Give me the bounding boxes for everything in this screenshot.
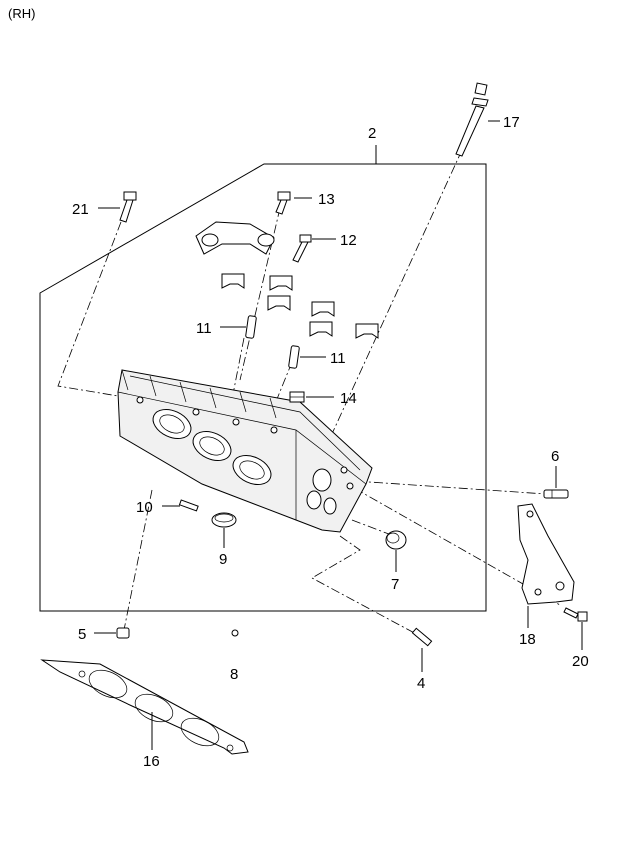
callout-12: 12 — [340, 232, 357, 249]
cylinder-head — [117, 369, 373, 533]
cap-5 — [116, 627, 130, 639]
callout-11-a: 11 — [196, 320, 212, 337]
plug-7 — [385, 530, 407, 550]
callout-16: 16 — [143, 753, 160, 770]
pin-10 — [178, 499, 199, 512]
ball-8 — [231, 629, 239, 637]
callout-6: 6 — [551, 448, 559, 465]
bolt-12 — [292, 234, 312, 263]
stud-4 — [411, 627, 433, 647]
assembly-boundary — [39, 145, 487, 612]
callout-11-b: 11 — [330, 350, 346, 367]
bolt-13 — [275, 191, 291, 215]
bolt-20 — [563, 607, 588, 622]
ring-9 — [211, 512, 237, 528]
callout-leaders — [94, 120, 583, 750]
callout-21: 21 — [72, 201, 89, 218]
callout-7: 7 — [391, 576, 399, 593]
dowel-pins-11 — [245, 315, 300, 369]
seal-14 — [289, 391, 305, 403]
head-gasket-16 — [40, 659, 249, 755]
callout-10: 10 — [136, 499, 153, 516]
callout-9: 9 — [219, 551, 227, 568]
head-bolt-17 — [455, 82, 489, 157]
bracket-18 — [517, 503, 575, 605]
bolt-21 — [119, 191, 137, 223]
callout-8: 8 — [230, 666, 238, 683]
callout-13: 13 — [318, 191, 335, 208]
callout-4: 4 — [417, 675, 425, 692]
callout-20: 20 — [572, 653, 589, 670]
callout-5: 5 — [78, 626, 86, 643]
callout-2: 2 — [368, 125, 376, 142]
camshaft-caps — [221, 273, 379, 339]
cam-bracket — [195, 221, 275, 255]
callout-numbers: 2 17 21 13 12 11 11 14 6 10 9 7 18 5 20 … — [72, 114, 589, 770]
side-label: (RH) — [8, 6, 36, 21]
callout-17: 17 — [503, 114, 520, 131]
callout-18: 18 — [519, 631, 536, 648]
callout-14: 14 — [340, 390, 357, 407]
stud-6 — [543, 489, 569, 499]
